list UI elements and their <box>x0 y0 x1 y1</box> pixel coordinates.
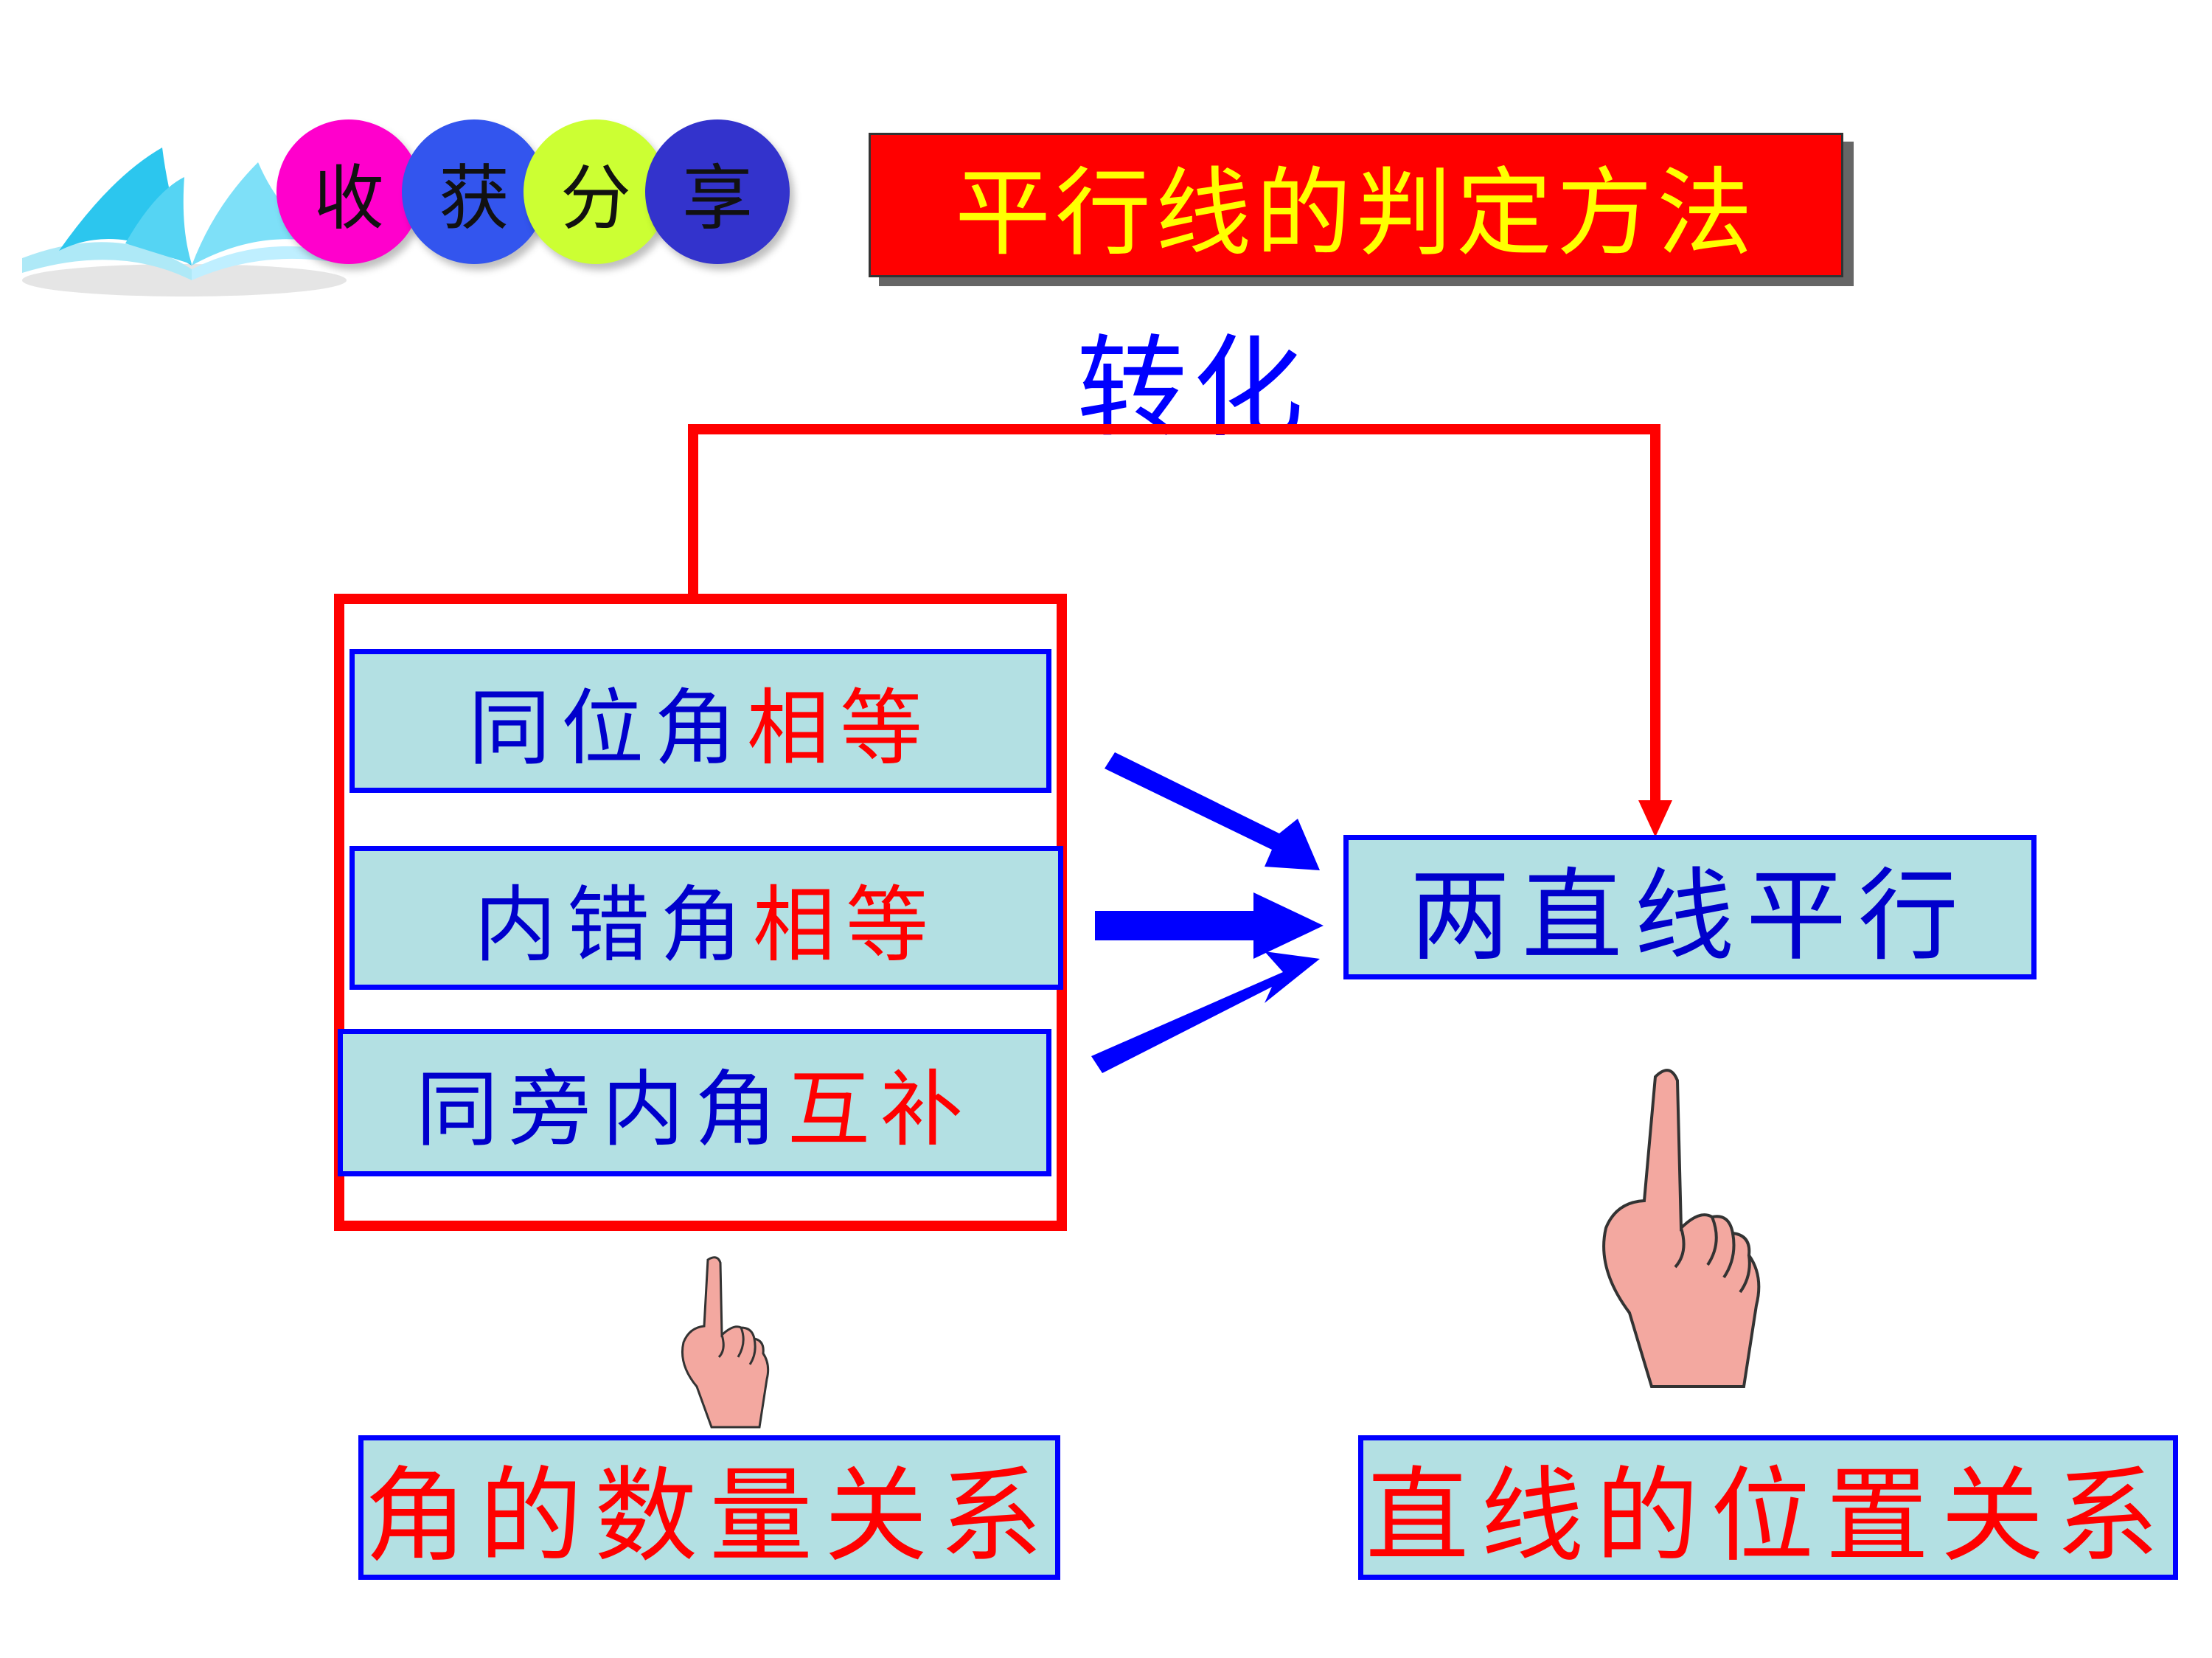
arrow-top <box>1105 752 1320 870</box>
condition-1-prefix: 同位角 <box>468 680 747 777</box>
result-box: 两直线平行 <box>1343 835 2037 979</box>
arrow-bottom <box>1091 951 1320 1073</box>
condition-3: 同旁内角互补 <box>338 1029 1051 1176</box>
badge-xiang: 享 <box>645 119 790 264</box>
pointing-hand-small-icon <box>681 1256 770 1429</box>
pointing-hand-large-icon <box>1602 1069 1761 1388</box>
badge-char-4: 享 <box>682 156 753 240</box>
badge-shou: 收 <box>276 119 421 264</box>
book-icon <box>22 148 347 296</box>
angle-relationship-text: 角的数量关系 <box>364 1457 1054 1577</box>
badge-char-3: 分 <box>560 156 631 240</box>
arrow-middle <box>1095 892 1324 959</box>
angle-relationship-box: 角的数量关系 <box>358 1435 1060 1580</box>
condition-2-prefix: 内错角 <box>474 877 753 974</box>
badge-huo: 获 <box>402 119 546 264</box>
condition-2: 内错角相等 <box>349 846 1063 990</box>
condition-1-suffix: 相等 <box>747 680 933 777</box>
condition-1: 同位角相等 <box>349 649 1051 793</box>
transform-connector <box>688 424 1660 810</box>
result-text: 两直线平行 <box>1410 858 1970 975</box>
badge-char-2: 获 <box>439 156 509 240</box>
condition-3-prefix: 同旁内角 <box>416 1062 787 1158</box>
badge-fen: 分 <box>524 119 668 264</box>
condition-2-suffix: 相等 <box>753 877 939 974</box>
line-position-box: 直线的位置关系 <box>1358 1435 2178 1580</box>
page-title: 平行线的判定方法 <box>869 133 1843 277</box>
line-position-text: 直线的位置关系 <box>1365 1457 2171 1577</box>
badge-char-1: 收 <box>313 156 384 240</box>
transform-arrowhead <box>1638 800 1672 837</box>
condition-3-suffix: 互补 <box>787 1062 973 1158</box>
page-title-text: 平行线的判定方法 <box>954 157 1757 269</box>
